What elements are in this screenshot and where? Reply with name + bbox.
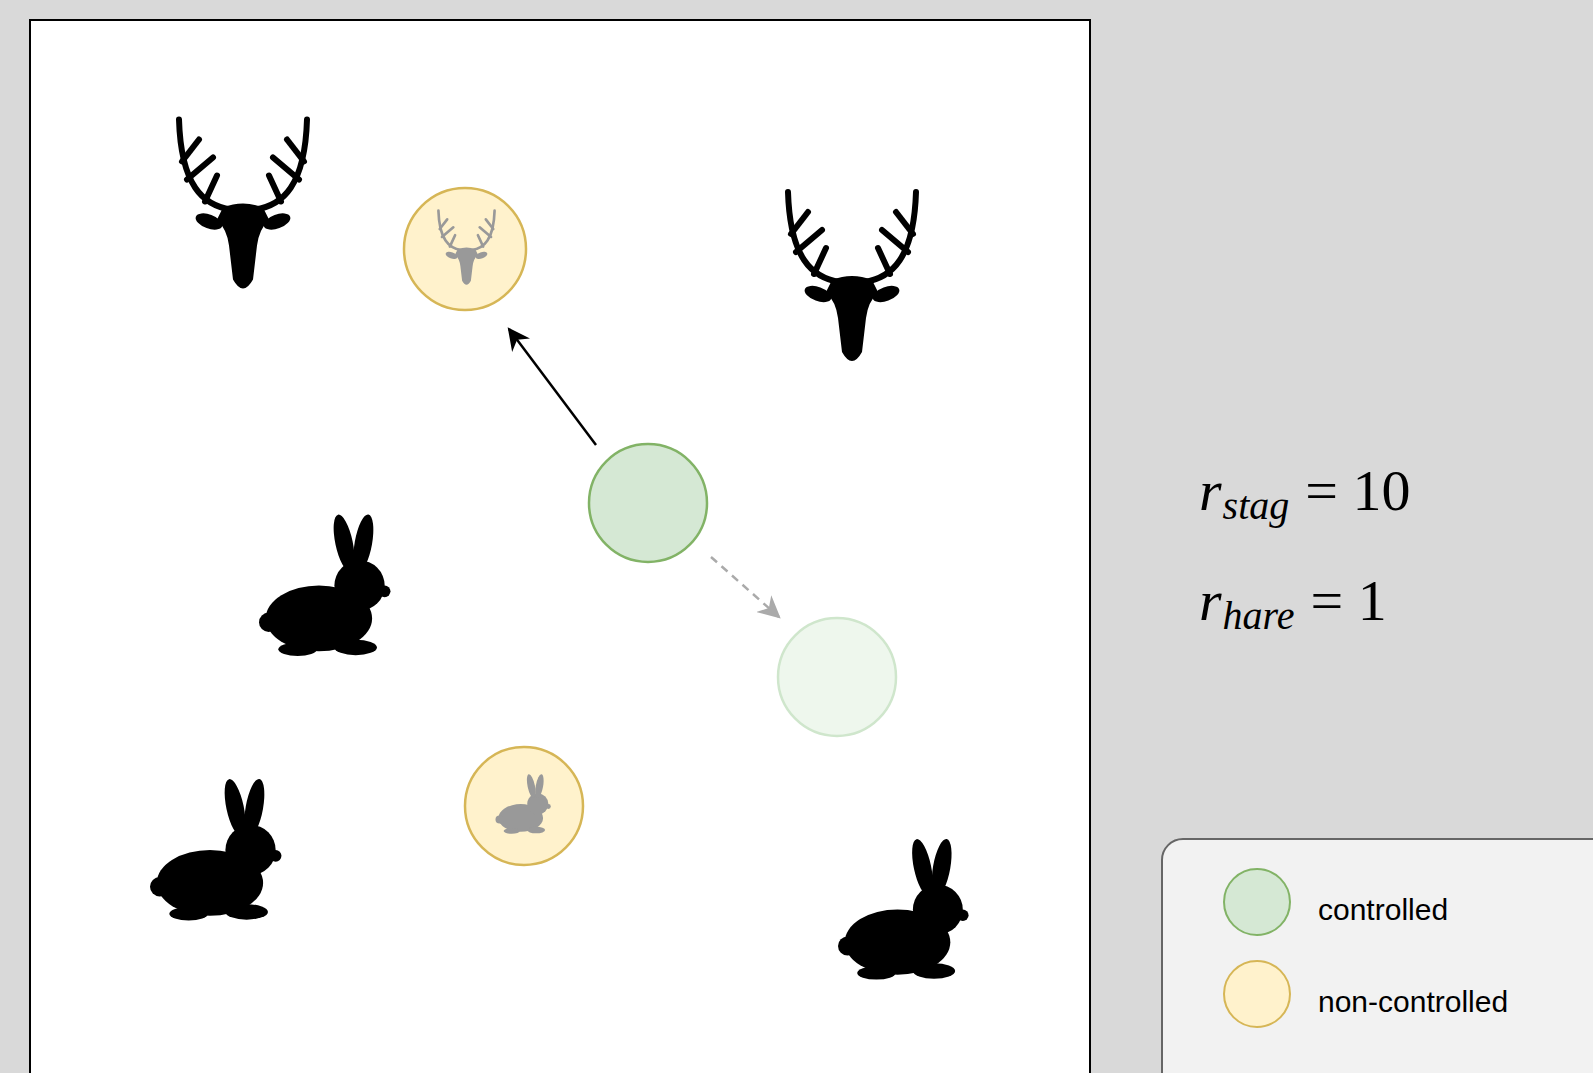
move-arrow: [509, 329, 596, 445]
legend-box: [1161, 838, 1593, 1073]
legend-label: controlled: [1318, 893, 1448, 927]
agent-circle: [404, 188, 526, 310]
hare-icon: [150, 777, 281, 920]
move-arrow: [711, 557, 779, 617]
legend-swatch: [1223, 868, 1291, 936]
arena-panel: [30, 20, 1090, 1073]
variable-subscript: stag: [1223, 486, 1290, 526]
variable-symbol: r: [1199, 462, 1222, 520]
stag-icon: [438, 211, 494, 285]
value-text: = 1: [1310, 572, 1386, 630]
stag-icon: [788, 192, 916, 361]
legend-label: non-controlled: [1318, 985, 1508, 1019]
stag-icon: [179, 120, 307, 289]
agent-circle: [589, 444, 707, 562]
ghost-circle: [778, 618, 896, 736]
agent-circle: [465, 747, 583, 865]
variable-subscript: hare: [1223, 596, 1295, 636]
hare-icon: [259, 513, 390, 656]
hare-icon: [838, 837, 969, 979]
value-text: = 10: [1305, 462, 1410, 520]
hare-icon: [496, 774, 551, 834]
variable-symbol: r: [1199, 572, 1222, 630]
legend-swatch: [1223, 960, 1291, 1028]
